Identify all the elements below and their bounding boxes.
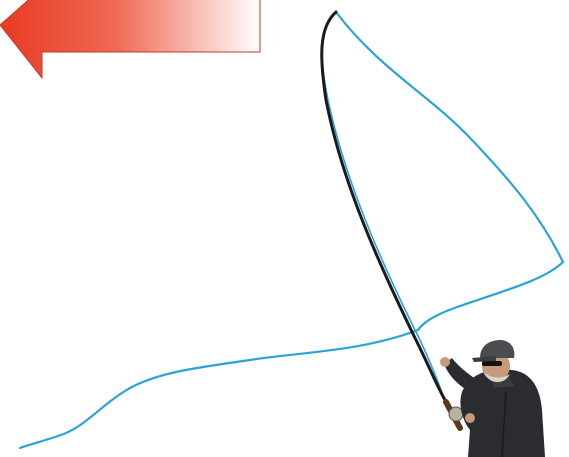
fly-reel bbox=[449, 407, 463, 421]
fly-line-loop bbox=[336, 12, 563, 330]
angler-cap bbox=[480, 340, 514, 358]
angler-sunglasses bbox=[482, 361, 502, 366]
left-arrow-icon bbox=[0, 0, 260, 78]
angler-lower-hand bbox=[465, 413, 475, 423]
fly-fisherman-figure bbox=[440, 340, 545, 457]
angler-hand bbox=[440, 357, 450, 367]
fly-line-along-rod bbox=[322, 12, 443, 396]
fly-line-leader bbox=[20, 330, 418, 448]
